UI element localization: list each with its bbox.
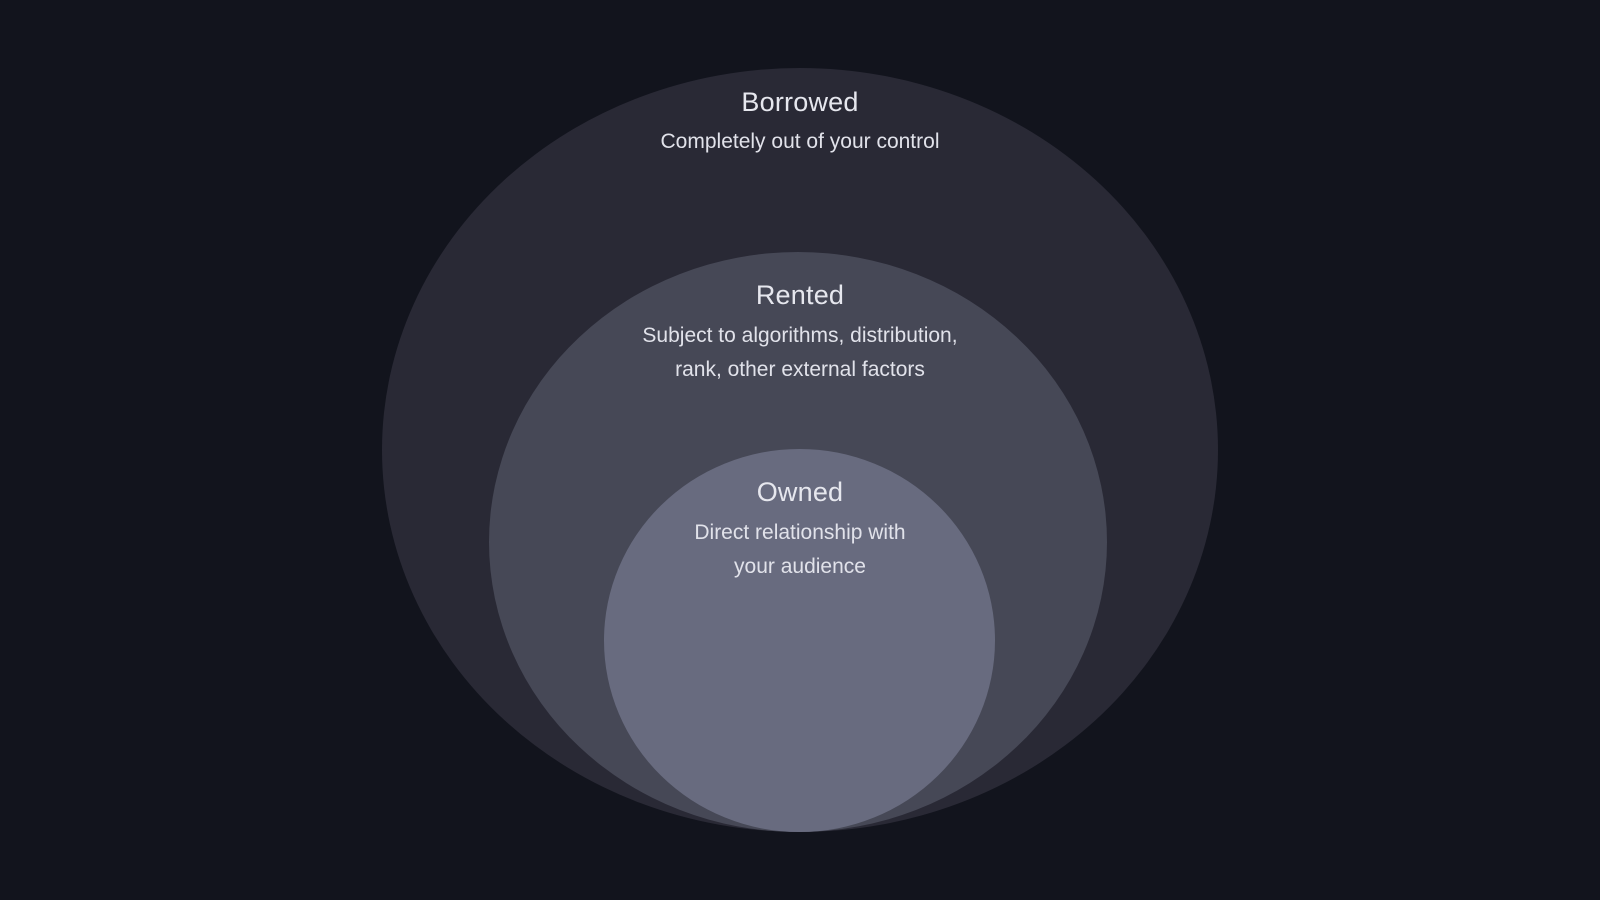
borrowed-description: Completely out of your control [0,125,1600,159]
owned-circle [604,449,995,832]
owned-title: Owned [756,477,844,507]
borrowed-title: Borrowed [741,87,859,117]
borrowed-description-line: Completely out of your control [660,130,940,153]
rented-title: Rented [755,280,845,310]
rented-description-line: Subject to algorithms, distribution, [642,324,958,347]
owned-description-line: your audience [734,555,866,578]
owned-description-line: Direct relationship with [694,521,906,544]
rented-description-line: rank, other external factors [675,358,925,381]
owned-description: Direct relationship with your audience [0,516,1600,584]
rented-description: Subject to algorithms, distribution, ran… [0,319,1600,387]
